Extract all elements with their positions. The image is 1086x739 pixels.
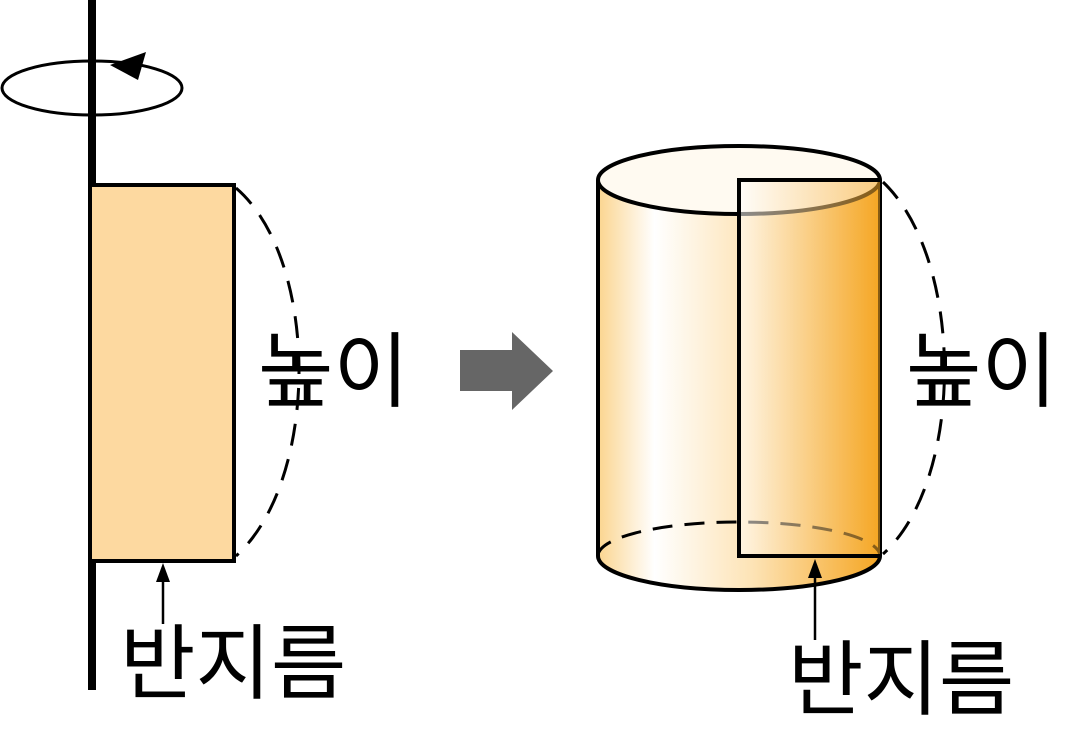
height-brace-left <box>234 186 301 558</box>
rectangle-outline <box>92 183 236 563</box>
height-label-left: 높이 <box>258 325 409 420</box>
radius-label-left: 반지름 <box>120 617 347 712</box>
height-label-right: 높이 <box>906 325 1057 420</box>
radius-pointer-right <box>808 559 822 640</box>
radius-pointer-left <box>156 563 170 624</box>
rotating-rectangle <box>92 185 234 561</box>
rotation-arrow-icon <box>0 52 184 117</box>
cross-section-outline <box>737 178 880 558</box>
cross-section-rectangle <box>739 180 880 556</box>
radius-label-right: 반지름 <box>788 633 1015 728</box>
height-brace-right <box>881 180 946 556</box>
cylinder-bottom-front <box>596 555 882 592</box>
right-arrow-icon <box>460 332 553 410</box>
